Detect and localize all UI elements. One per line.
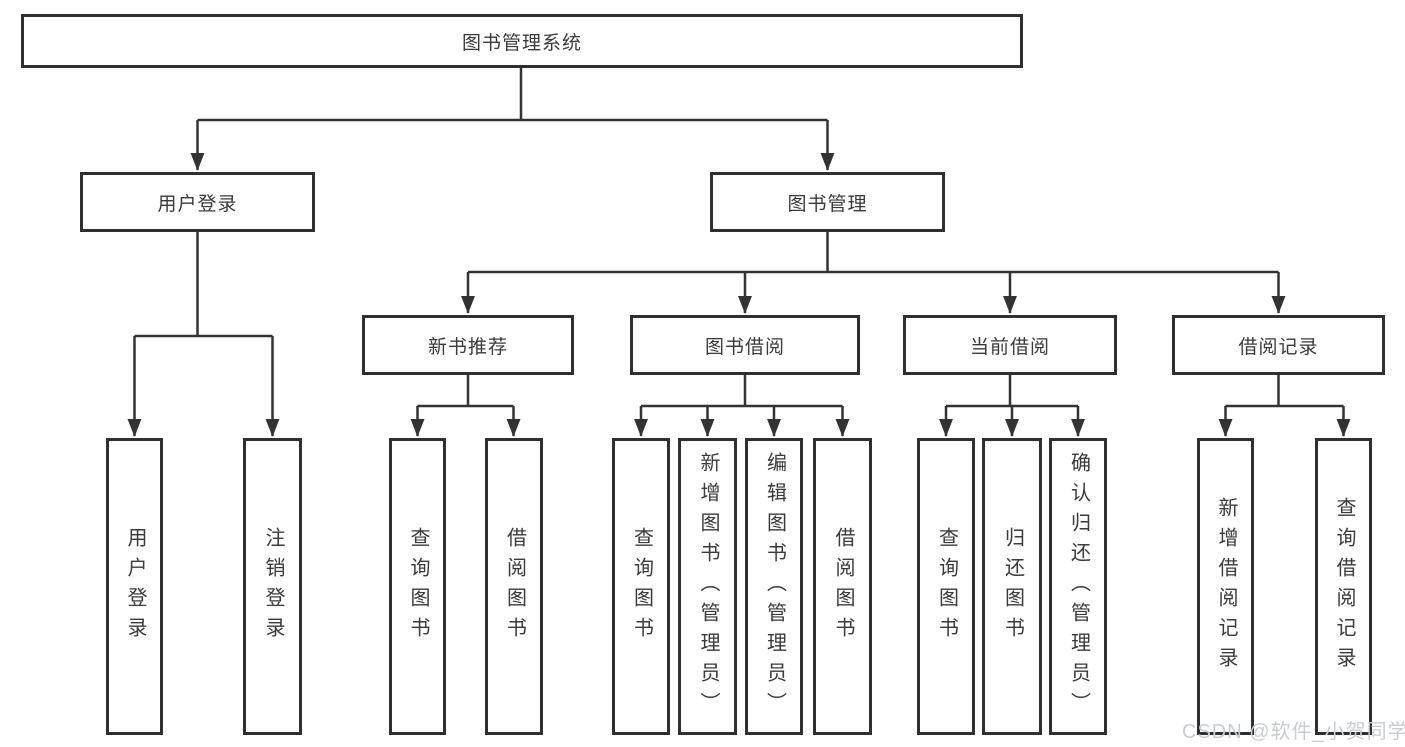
node-label: 用户登录 xyxy=(157,193,238,215)
node-label: 查询图书 xyxy=(935,526,958,647)
node-borrowing-records: 借阅记录 xyxy=(1172,315,1385,375)
node-label: 归还图书 xyxy=(1001,526,1024,647)
node-label: 借阅记录 xyxy=(1238,336,1319,358)
node-label: 借阅图书 xyxy=(832,526,854,647)
node-label: 编辑图书（管理员） xyxy=(763,451,786,722)
node-label: 注销登录 xyxy=(262,526,284,647)
leaf-add-book-admin: 新增图书（管理员） xyxy=(678,438,737,735)
connector-book-management xyxy=(461,232,1286,314)
node-label: 确认归还（管理员） xyxy=(1067,451,1090,722)
node-label: 图书管理 xyxy=(787,193,868,215)
node-label: 当前借阅 xyxy=(969,336,1050,358)
leaf-query-books-borrowing: 查询图书 xyxy=(612,438,670,735)
leaf-borrow-books-borrowing: 借阅图书 xyxy=(813,438,872,735)
leaf-user-login: 用户登录 xyxy=(106,438,163,735)
connector-root xyxy=(190,68,835,171)
connector-new-book-recommend xyxy=(410,375,521,437)
leaf-query-borrow-record: 查询借阅记录 xyxy=(1315,438,1372,735)
leaf-edit-book-admin: 编辑图书（管理员） xyxy=(745,438,803,735)
csdn-watermark: CSDN @软件_小贺同学 xyxy=(1182,721,1405,743)
node-label: 新书推荐 xyxy=(427,336,508,358)
leaf-confirm-return-admin: 确认归还（管理员） xyxy=(1049,438,1107,735)
node-label: 用户登录 xyxy=(124,526,146,647)
connector-book-borrowing xyxy=(634,375,850,437)
connector-borrowing-records xyxy=(1218,375,1351,437)
node-book-management: 图书管理 xyxy=(710,172,945,232)
node-label: 借阅图书 xyxy=(503,526,526,647)
leaf-return-book: 归还图书 xyxy=(982,438,1042,735)
node-label: 查询图书 xyxy=(630,526,653,647)
node-label: 图书借阅 xyxy=(704,336,785,358)
leaf-borrow-books-recommend: 借阅图书 xyxy=(485,438,543,735)
connector-user-login xyxy=(127,232,280,437)
node-label: 查询图书 xyxy=(407,526,429,647)
node-current-borrowing: 当前借阅 xyxy=(903,315,1117,375)
node-book-borrowing: 图书借阅 xyxy=(630,315,860,375)
node-library-system: 图书管理系统 xyxy=(21,14,1023,68)
leaf-query-books-recommend: 查询图书 xyxy=(389,438,446,735)
node-user-login: 用户登录 xyxy=(80,172,315,232)
node-label: 新增借阅记录 xyxy=(1215,496,1237,677)
node-label: 图书管理系统 xyxy=(461,32,582,54)
leaf-logout: 注销登录 xyxy=(243,438,302,735)
node-label: 新增图书（管理员） xyxy=(697,451,719,722)
connector-current-borrowing xyxy=(939,375,1085,437)
node-label: 查询借阅记录 xyxy=(1333,496,1355,677)
leaf-query-books-current: 查询图书 xyxy=(917,438,975,735)
leaf-add-borrow-record: 新增借阅记录 xyxy=(1197,438,1254,735)
node-new-book-recommend: 新书推荐 xyxy=(362,315,574,375)
